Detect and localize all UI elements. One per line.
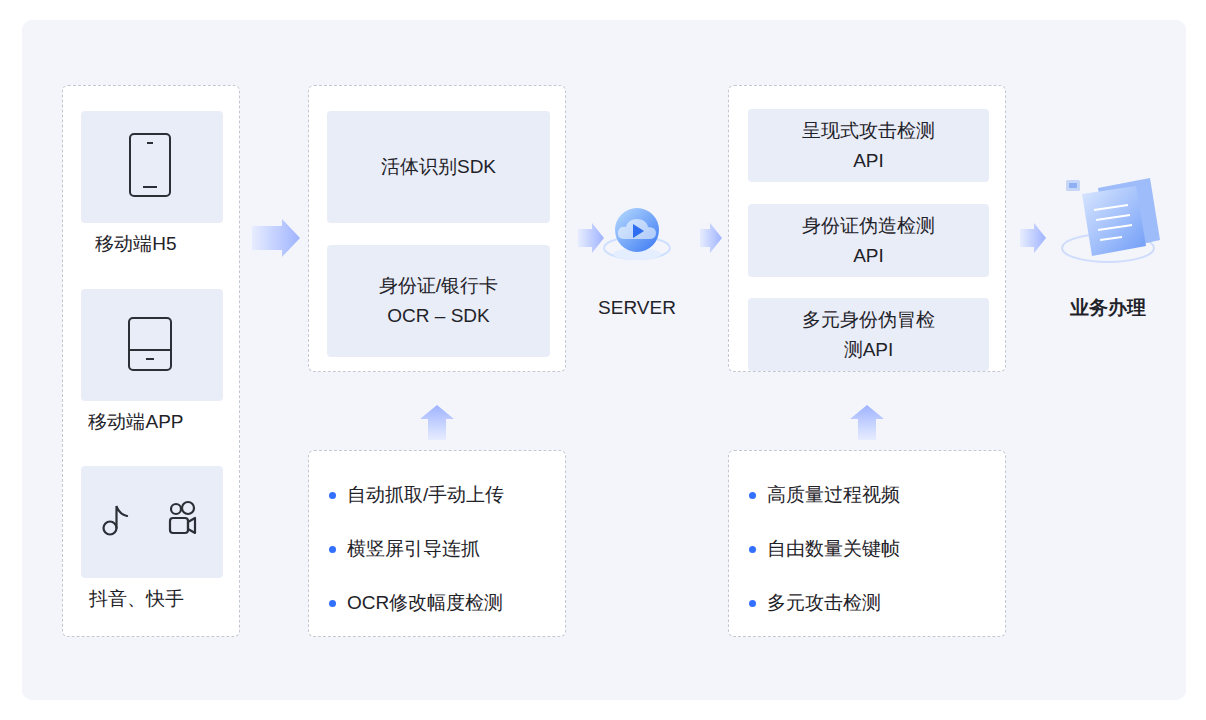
process-box: 活体识别SDK <box>327 111 550 223</box>
feature-text: 自由数量关键帧 <box>767 534 900 564</box>
list-row: 自动抓取/手动上传 <box>329 468 565 522</box>
feature-text: 高质量过程视频 <box>767 480 900 510</box>
cloud-shadow <box>613 248 661 260</box>
node-caption: SERVER <box>570 293 704 323</box>
bullet-dot <box>749 546 756 553</box>
orbit-ring <box>604 237 670 259</box>
process-box: 多元身份伪冒检测API <box>748 298 989 371</box>
list-row: OCR修改幅度检测 <box>329 576 565 630</box>
doc-line <box>1098 225 1132 230</box>
box-text: 活体识别SDK <box>381 152 496 182</box>
feature-list-box: 自动抓取/手动上传横竖屏引导连抓 OCR修改幅度检测 <box>308 450 566 637</box>
doc-badge-mark <box>1069 183 1077 188</box>
node-caption: 业务办理 <box>1020 293 1195 323</box>
bullet-dot <box>749 600 756 607</box>
doc-ring <box>1062 234 1154 262</box>
doc-line <box>1100 237 1122 240</box>
group-box: 呈现式攻击检测API 身份证伪造检测API 多元身份伪冒检测API <box>728 85 1006 372</box>
icon-node: SERVER <box>600 190 674 323</box>
doc-line <box>1094 205 1128 210</box>
feature-text: OCR修改幅度检测 <box>347 588 503 618</box>
server-cloud-icon <box>604 208 670 260</box>
list-row: 自由数量关键帧 <box>749 522 1005 576</box>
play-mark <box>633 224 644 238</box>
doc-line <box>1096 215 1130 220</box>
flow-arrow <box>252 219 300 257</box>
cloud-shape <box>618 219 656 239</box>
node-label: 抖音、快手 <box>61 584 211 614</box>
feature-text: 多元攻击检测 <box>767 588 881 618</box>
flow-arrow <box>1020 223 1046 253</box>
process-box: 身份证/银行卡 OCR – SDK <box>327 245 550 357</box>
list-row: 多元攻击检测 <box>749 576 1005 630</box>
feature-text: 横竖屏引导连抓 <box>347 534 480 564</box>
bullet-dot <box>329 600 336 607</box>
process-box: 移动端H5 <box>81 111 223 223</box>
box-text: 身份证/银行卡 OCR – SDK <box>364 271 514 331</box>
list-row: 高质量过程视频 <box>749 468 1005 522</box>
flow-arrow <box>420 405 454 440</box>
doc-badge <box>1066 180 1080 191</box>
group-box: 移动端H5 移动端APP 抖音、快手 <box>62 85 240 637</box>
bullet-dot <box>329 492 336 499</box>
bullet-dot <box>749 492 756 499</box>
process-box: 移动端APP <box>81 289 223 401</box>
process-box: 呈现式攻击检测API <box>748 109 989 182</box>
flow-arrow <box>850 405 884 440</box>
doc-back <box>1098 178 1160 252</box>
node-label: 移动端APP <box>61 407 211 437</box>
box-text: 身份证伪造检测API <box>794 211 944 271</box>
document-icon <box>1062 178 1160 262</box>
bullet-dot <box>329 546 336 553</box>
process-box: 抖音、快手 <box>81 466 223 578</box>
node-label: 移动端H5 <box>61 229 211 259</box>
group-box: 活体识别SDK 身份证/银行卡 OCR – SDK <box>308 85 566 372</box>
feature-list-box: 高质量过程视频自由数量关键帧多元攻击检测 <box>728 450 1006 637</box>
box-text: 多元身份伪冒检测API <box>794 305 944 365</box>
icon-node: 业务办理 <box>1050 170 1165 323</box>
flow-arrow <box>700 223 722 253</box>
list-row: 横竖屏引导连抓 <box>329 522 565 576</box>
flow-arrow <box>578 223 604 253</box>
doc-page <box>1082 186 1146 256</box>
cloud-disc <box>615 208 659 252</box>
box-text: 呈现式攻击检测API <box>794 116 944 176</box>
feature-text: 自动抓取/手动上传 <box>347 480 504 510</box>
process-box: 身份证伪造检测API <box>748 204 989 277</box>
